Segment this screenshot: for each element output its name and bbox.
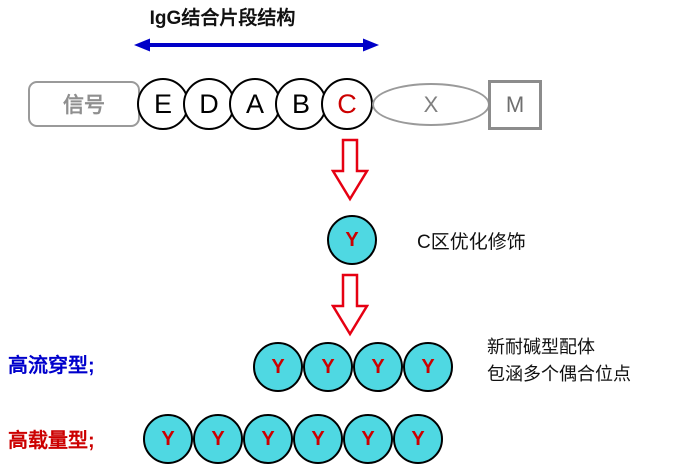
domain-d-label: D [199,88,219,119]
ligand-circle: Y [253,342,303,392]
domain-c-label: C [337,88,357,119]
ligand-circle: Y [353,342,403,392]
diagram-title: IgG结合片段结构 [149,8,296,29]
modified-ligand-circle: Y [327,215,377,265]
high-capacity-label: 高载量型; [8,430,95,452]
ligand-circle: Y [393,414,443,464]
domain-e-label: E [153,88,172,119]
ligand-circle: Y [293,414,343,464]
signal-label: 信号 [63,94,105,117]
signal-box: 信号 [28,81,140,127]
flow-through-label: 高流穿型; [8,355,95,377]
ligand-circle: Y [143,414,193,464]
igg-span-double-arrow-icon [134,38,379,52]
domain-circle-a: A [229,78,281,130]
m-box: M [488,80,542,130]
ligand-circle: Y [193,414,243,464]
alkali-note-line1: 新耐碱型配体 [487,337,595,357]
domain-a-label: A [245,88,264,119]
x-ellipse: X [372,83,490,126]
down-arrow-icon [331,138,369,202]
ligand-circle: Y [303,342,353,392]
domain-circle-c: C [321,78,373,130]
domain-b-label: B [291,88,310,119]
x-label: X [423,91,439,117]
c-region-annotation: C区优化修饰 [417,232,526,253]
alkali-ligand-note: 新耐碱型配体 包涵多个偶合位点 [487,334,631,388]
alkali-note-line2: 包涵多个偶合位点 [487,364,631,384]
ligand-circle: Y [403,342,453,392]
domain-circle-b: B [275,78,327,130]
ligand-circle: Y [243,414,293,464]
m-label: M [505,92,525,117]
domain-circle-e: E [137,78,189,130]
ligand-circle: Y [343,414,393,464]
domain-circle-d: D [183,78,235,130]
down-arrow-icon [331,273,369,337]
